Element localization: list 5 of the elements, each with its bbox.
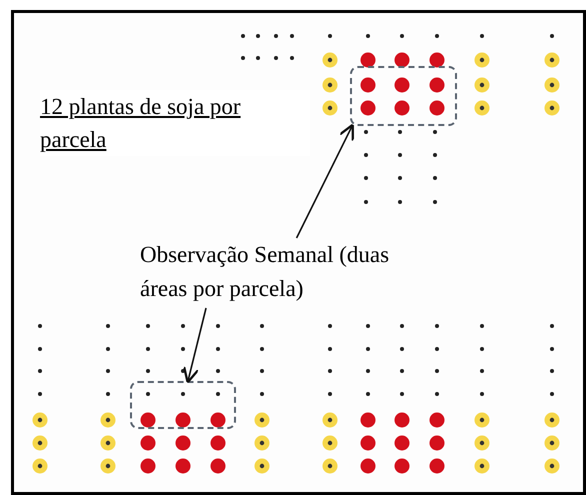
observation-area-outline — [130, 381, 236, 429]
annotation-text: Observação Semanal (duas áreas por parcela) — [140, 238, 395, 306]
observation-area-outline — [350, 66, 457, 126]
arrow — [182, 308, 207, 384]
arrow — [296, 124, 354, 238]
